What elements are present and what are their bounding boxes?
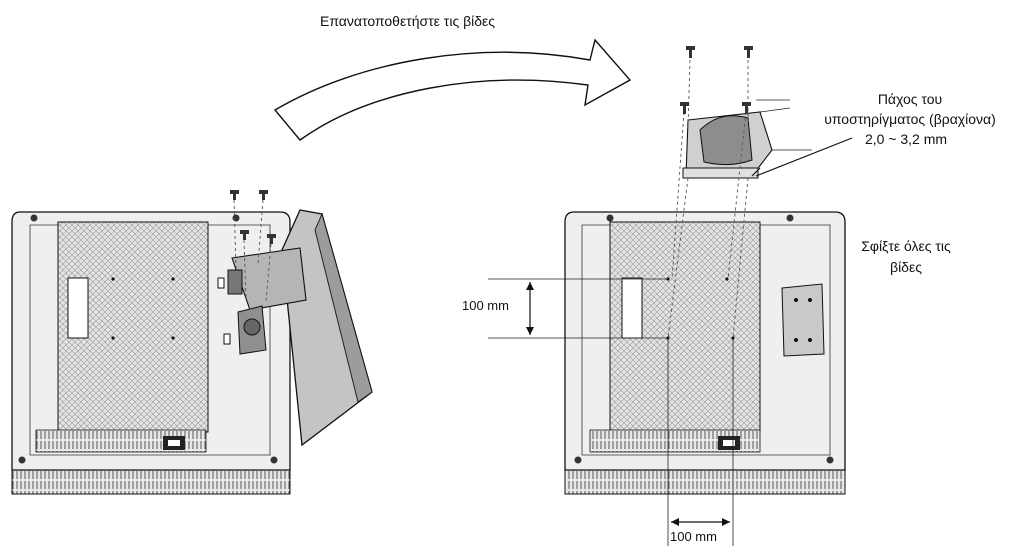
label-thickness-3: 2,0 ~ 3,2 mm [865,131,947,147]
left-monitor [11,211,291,495]
label-thickness-1: Πάχος του [878,91,942,107]
label-thickness-2: υποστηρίγματος (βραχίονα) [824,111,996,127]
arm-bracket [667,46,812,339]
label-dim-horizontal: 100 mm [670,529,717,544]
label-tighten-1: Σφίξτε όλες τις [861,238,951,254]
screw-icon [744,46,753,58]
screw-icon [680,102,689,114]
screw-icon [240,230,249,240]
label-replace-screws: Επανατοποθετήστε τις βίδες [320,13,495,29]
screw-icon [267,234,276,244]
dimension-vertical [488,278,668,339]
left-stand [217,190,373,447]
screw-icon [686,46,695,58]
screw-icon [742,102,751,114]
label-dim-vertical: 100 mm [462,298,509,313]
screw-icon [259,190,268,200]
dimension-horizontal [667,338,734,546]
screw-icon [230,190,239,200]
label-tighten-2: βίδες [890,259,922,275]
curved-arrow [273,38,632,141]
right-monitor [564,211,846,495]
